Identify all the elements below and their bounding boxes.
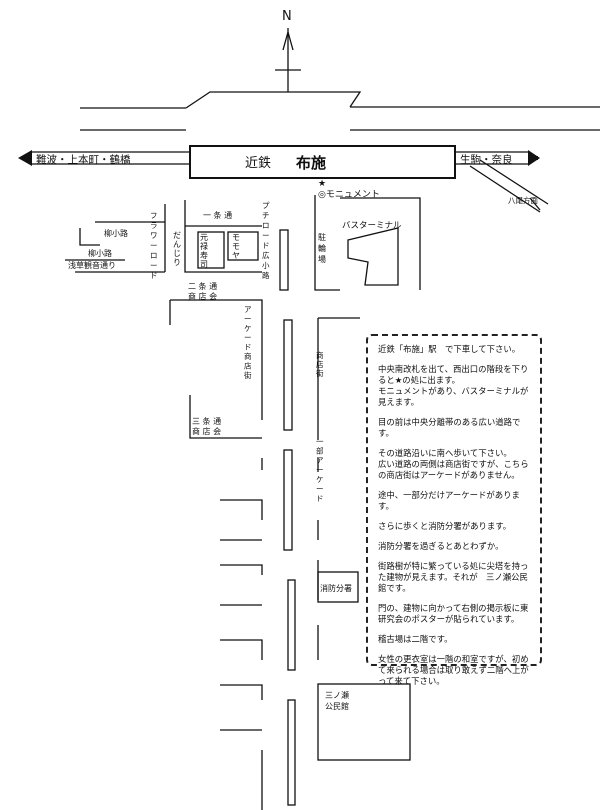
momoya-label: モモヤ bbox=[232, 233, 240, 260]
direction-step: 中央南改札を出て、西出口の階段を下りると★の処に出ます。 モニュメントがあり、バ… bbox=[378, 364, 529, 407]
direction-step: 途中、一部分だけアーケードがあります。 bbox=[378, 490, 520, 511]
direction-step: 門の、建物に向かって右側の掲示板に東研究会のポスターが貼られています。 bbox=[378, 603, 529, 624]
shoutengai-east-label: 商店街 bbox=[316, 350, 324, 378]
direction-step: 消防分署を過ぎるとあとわずか。 bbox=[378, 541, 504, 551]
sanjo-label: 三 条 通商 店 会 bbox=[192, 416, 221, 436]
monument-label: ★◎モニュメント bbox=[318, 179, 380, 200]
direction-step: 街路樹が特に繁っている処に尖塔を持った建物が見えます。それが 三ノ瀬公民館です。 bbox=[378, 561, 529, 593]
direction-step: 女性の更衣室は一階の和室ですが、初めて来られる場合は取り敢えず二階へ上がって来て… bbox=[378, 654, 529, 686]
station-line-name: 近鉄 bbox=[245, 156, 271, 171]
bus-terminal-label: バスターミナル bbox=[342, 221, 402, 231]
compass-north: N bbox=[282, 9, 292, 24]
direction-step: 近鉄「布施」駅 で下車して下さい。 bbox=[378, 344, 521, 354]
bicycle-parking-label: 駐輪場 bbox=[318, 232, 326, 264]
flower-road-label: フラワーロード bbox=[150, 211, 158, 280]
direction-step: その道路沿いに南へ歩いて下さい。 広い道路の両側は商店街ですが、こちらの商店街は… bbox=[378, 448, 529, 480]
rail-west-label: 難波・上本町・鶴橋 bbox=[36, 153, 131, 166]
arcade-street-label: アーケード商店街 bbox=[244, 305, 252, 380]
nijo-label: 二 条 通商 店 会 bbox=[188, 281, 217, 301]
direction-step: さらに歩くと消防分署があります。 bbox=[378, 521, 512, 531]
genroku-sushi-label: 元禄寿司 bbox=[200, 233, 208, 269]
direction-step: 目の前は中央分離帯のある広い道路です。 bbox=[378, 417, 521, 438]
yao-label: 八尾方面 bbox=[508, 195, 538, 205]
fire-station-label: 消防分署 bbox=[320, 583, 352, 593]
direction-step: 稽古場は二階です。 bbox=[378, 634, 453, 644]
station-box bbox=[189, 145, 456, 179]
yanagikoji-label-2: 柳小路 bbox=[88, 248, 112, 258]
community-hall-label: 三ノ瀬公民館 bbox=[325, 690, 349, 711]
puchi-road-label: プチロード広小路 bbox=[262, 201, 270, 280]
asakusa-label: 浅草観音通り bbox=[68, 260, 116, 270]
rail-east-label: 生駒・奈良 bbox=[460, 153, 513, 166]
ichijo-label: 一 条 通 bbox=[203, 210, 232, 220]
danjiri-label: だんじり bbox=[173, 231, 181, 267]
directions-panel: 近鉄「布施」駅 で下車して下さい。中央南改札を出て、西出口の階段を下りると★の処… bbox=[366, 334, 542, 686]
partial-arcade-label: 一部アーケード bbox=[316, 437, 324, 503]
station-name: 布施 bbox=[296, 154, 326, 172]
yanagikoji-label-1: 柳小路 bbox=[104, 228, 128, 238]
